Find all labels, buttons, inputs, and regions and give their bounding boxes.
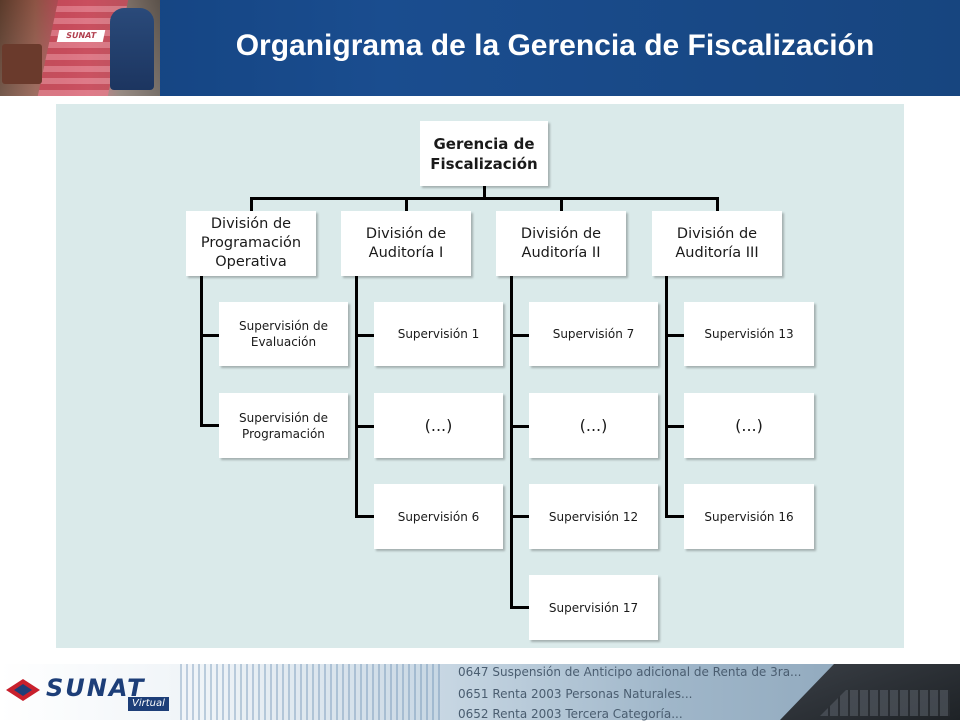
page-title: Organigrama de la Gerencia de Fiscalizac… [235, 29, 875, 62]
node-gerencia-fiscalizacion: Gerencia de Fiscalización [420, 121, 548, 186]
division-1-branch-1 [200, 334, 220, 337]
header-bar: SUNAT Organigrama de la Gerencia de Fisc… [0, 0, 960, 96]
division-drop-4 [716, 197, 719, 211]
node-supervision-1: Supervisión 1 [374, 302, 503, 366]
division-1-spine [200, 276, 203, 427]
screen-line-2: 0651 Renta 2003 Personas Naturales... [458, 687, 693, 701]
node-supervision-12: Supervisión 12 [529, 484, 658, 549]
division-drop-3 [560, 197, 563, 211]
sunat-logo-virtual: Virtual [128, 697, 169, 711]
division-2-spine [355, 276, 358, 518]
sunat-logo-text: SUNAT [46, 674, 146, 702]
org-chart-panel: Gerencia de Fiscalización División de Pr… [56, 104, 904, 648]
node-supervision-7: Supervisión 7 [529, 302, 658, 366]
node-ellipsis-auditoria-1: (...) [374, 393, 503, 458]
photo-figure [110, 8, 154, 90]
node-supervision-17: Supervisión 17 [529, 575, 658, 640]
division-2-branch-2 [355, 425, 375, 428]
node-ellipsis-auditoria-2: (...) [529, 393, 658, 458]
photo-truck [2, 44, 42, 84]
division-4-spine [665, 276, 668, 518]
header-photo: SUNAT [0, 0, 160, 96]
division-drop-2 [405, 197, 408, 211]
sunat-logo-icon [6, 679, 40, 701]
division-drop-1 [250, 197, 253, 211]
division-4-branch-3 [665, 515, 685, 518]
division-2-branch-1 [355, 334, 375, 337]
node-ellipsis-auditoria-3: (...) [684, 393, 814, 458]
node-supervision-programacion: Supervisión de Programación [219, 393, 348, 458]
node-division-auditoria-2: División de Auditoría II [496, 211, 626, 276]
division-3-branch-3 [510, 515, 530, 518]
division-4-branch-2 [665, 425, 685, 428]
node-supervision-16: Supervisión 16 [684, 484, 814, 549]
division-1-branch-2 [200, 424, 220, 427]
division-2-branch-3 [355, 515, 375, 518]
photo-sign: SUNAT [56, 30, 106, 42]
division-3-branch-4 [510, 606, 530, 609]
division-3-spine [510, 276, 513, 609]
node-division-auditoria-1: División de Auditoría I [341, 211, 471, 276]
division-3-branch-1 [510, 334, 530, 337]
node-supervision-evaluacion: Supervisión de Evaluación [219, 302, 348, 366]
screen-line-3: 0652 Renta 2003 Tercera Categoría... [458, 707, 683, 721]
division-4-branch-1 [665, 334, 685, 337]
node-division-auditoria-3: División de Auditoría III [652, 211, 782, 276]
node-supervision-6: Supervisión 6 [374, 484, 503, 549]
screen-line-1: 0647 Suspensión de Anticipo adicional de… [458, 665, 802, 679]
node-supervision-13: Supervisión 13 [684, 302, 814, 366]
division-bus [250, 197, 719, 200]
footer-stripes [180, 664, 440, 720]
division-3-branch-2 [510, 425, 530, 428]
laptop-keyboard [820, 690, 950, 716]
node-division-programacion-operativa: División de Programación Operativa [186, 211, 316, 276]
root-connector [483, 185, 486, 199]
